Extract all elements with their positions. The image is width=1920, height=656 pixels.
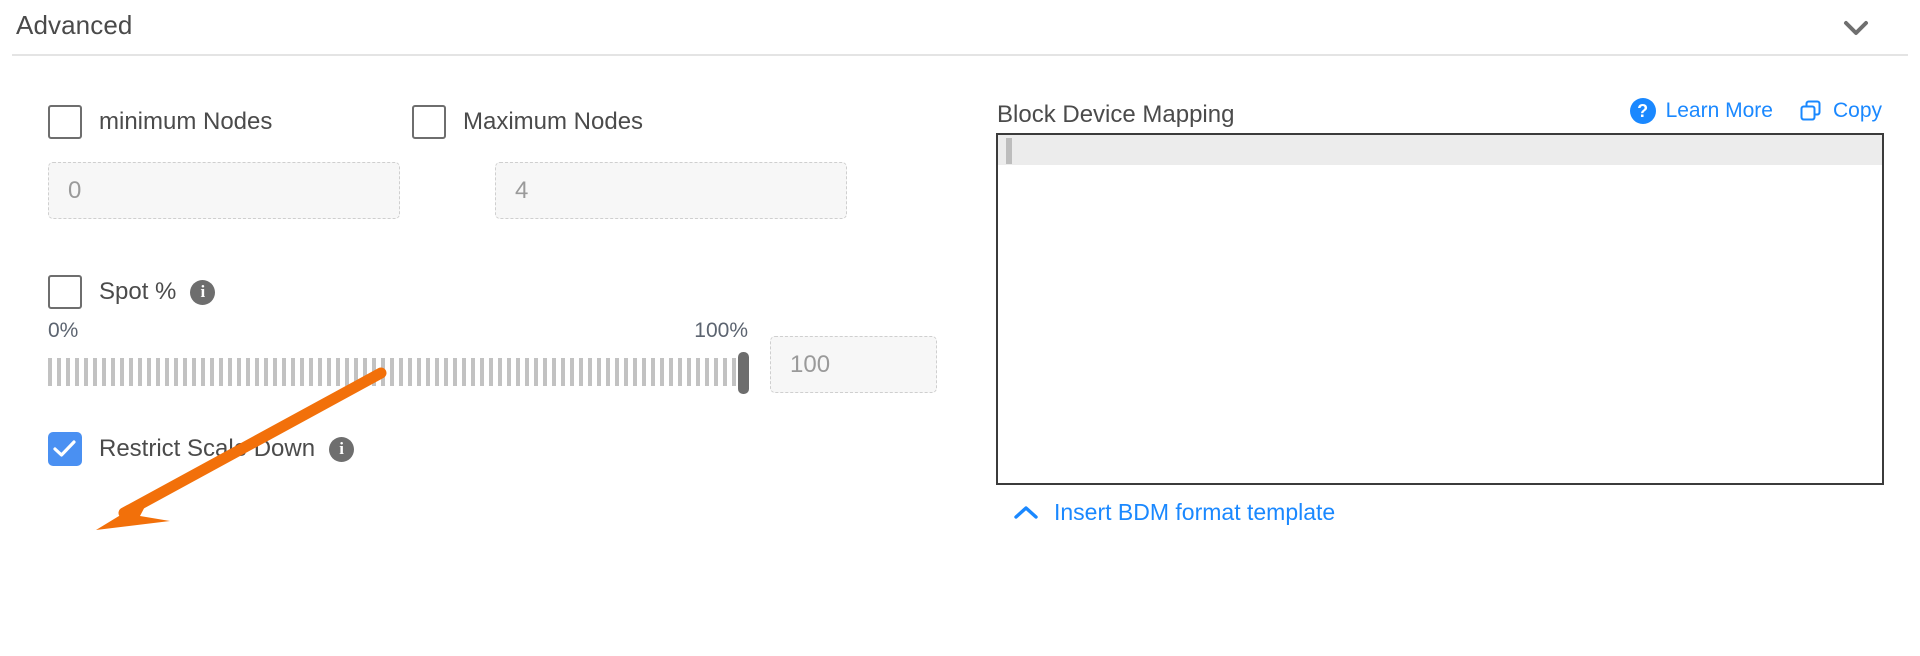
spot-percent-row: Spot % i bbox=[48, 272, 216, 312]
chevron-up-icon bbox=[1014, 505, 1038, 519]
copy-label: Copy bbox=[1832, 99, 1882, 122]
block-device-mapping-title: Block Device Mapping bbox=[997, 101, 1235, 128]
block-device-mapping-section: Block Device Mapping ? Learn More Copy I… bbox=[960, 56, 1920, 656]
max-nodes-label: Maximum Nodes bbox=[463, 108, 644, 135]
editor-caret bbox=[1006, 138, 1012, 164]
header-divider bbox=[12, 54, 1908, 56]
spot-percent-value-input[interactable]: 100 bbox=[770, 336, 937, 393]
bdm-actions: ? Learn More Copy bbox=[1629, 98, 1882, 124]
insert-bdm-format-template-link[interactable]: Insert BDM format template bbox=[1013, 499, 1335, 526]
slider-handle[interactable] bbox=[738, 352, 749, 394]
spot-percent-label: Spot % bbox=[99, 278, 177, 305]
max-nodes-checkbox[interactable] bbox=[412, 105, 446, 139]
copy-icon bbox=[1800, 100, 1821, 121]
spot-percent-checkbox[interactable] bbox=[48, 275, 82, 309]
spot-percent-slider[interactable] bbox=[48, 358, 748, 386]
bdm-code-editor[interactable] bbox=[996, 133, 1884, 485]
learn-more-label: Learn More bbox=[1665, 99, 1773, 122]
insert-bdm-format-template-label: Insert BDM format template bbox=[1054, 499, 1336, 525]
info-icon[interactable]: i bbox=[329, 436, 355, 462]
advanced-panel-header: Advanced bbox=[0, 0, 1920, 56]
slider-max-label: 100% bbox=[694, 319, 748, 342]
restrict-scale-down-row: Restrict Scale Down i bbox=[48, 429, 355, 469]
learn-more-link[interactable]: ? Learn More bbox=[1629, 98, 1773, 124]
min-nodes-input[interactable]: 0 bbox=[48, 162, 400, 219]
restrict-scale-down-label: Restrict Scale Down bbox=[99, 435, 316, 462]
slider-min-label: 0% bbox=[48, 319, 79, 342]
editor-active-line bbox=[998, 135, 1882, 165]
max-nodes-input[interactable]: 4 bbox=[495, 162, 847, 219]
min-nodes-row: minimum Nodes bbox=[48, 102, 272, 142]
restrict-scale-down-checkbox[interactable] bbox=[48, 432, 82, 466]
info-icon[interactable]: i bbox=[190, 279, 216, 305]
advanced-settings-left-column: minimum Nodes Maximum Nodes 0 4 Spot % i… bbox=[0, 56, 960, 656]
min-nodes-checkbox[interactable] bbox=[48, 105, 82, 139]
min-nodes-label: minimum Nodes bbox=[99, 108, 273, 135]
help-question-icon: ? bbox=[1629, 98, 1656, 124]
max-nodes-row: Maximum Nodes bbox=[412, 102, 643, 142]
copy-link[interactable]: Copy bbox=[1799, 99, 1882, 123]
spot-percent-slider-group: 0% 100% bbox=[48, 319, 749, 399]
page-title: Advanced bbox=[16, 10, 133, 40]
chevron-down-icon[interactable] bbox=[1832, 8, 1880, 48]
